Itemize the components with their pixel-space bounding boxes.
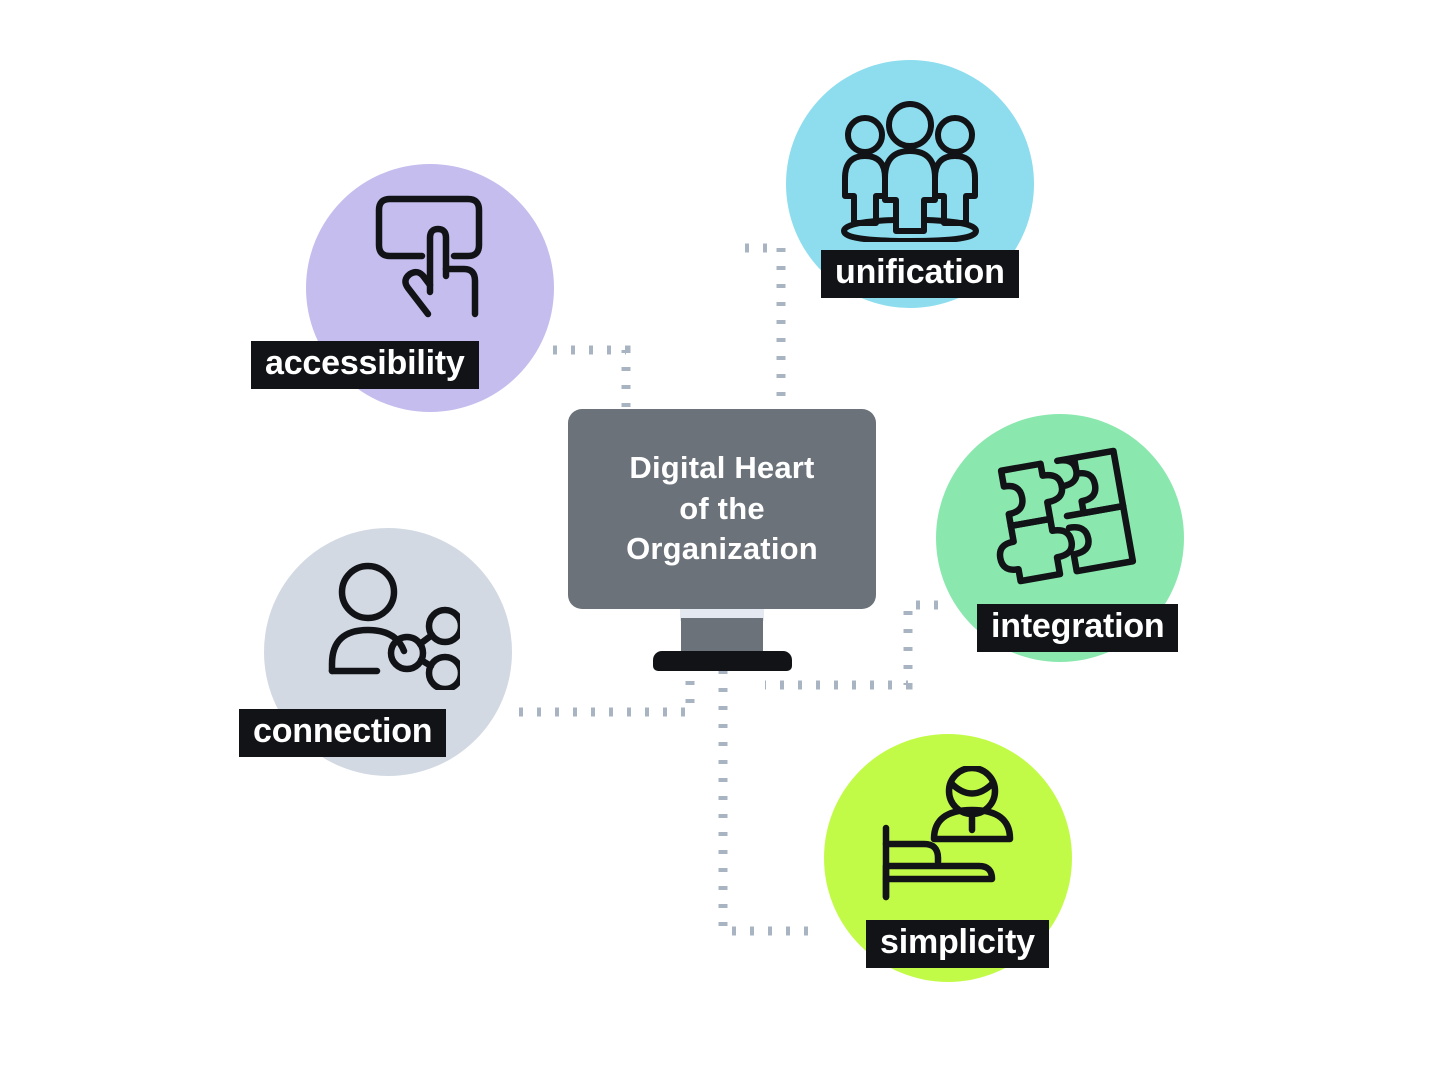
- node-integration-label: integration: [977, 604, 1179, 652]
- monitor-base: [653, 651, 792, 671]
- monitor-screen: Digital Heart of the Organization: [568, 409, 876, 609]
- person-share-network-icon: [324, 560, 465, 695]
- node-unification-label: unification: [821, 250, 1019, 298]
- patient-in-hospital-bed-icon: [876, 764, 1018, 911]
- puzzle-pieces-icon: [992, 442, 1142, 595]
- node-accessibility-label: accessibility: [251, 341, 479, 389]
- group-of-people-icon: [832, 100, 988, 247]
- node-simplicity-label: simplicity: [866, 920, 1049, 968]
- page-title: Digital Heart of the Organization: [626, 449, 818, 567]
- hand-tap-touchscreen-icon: [372, 192, 496, 327]
- node-connection-label: connection: [239, 709, 447, 757]
